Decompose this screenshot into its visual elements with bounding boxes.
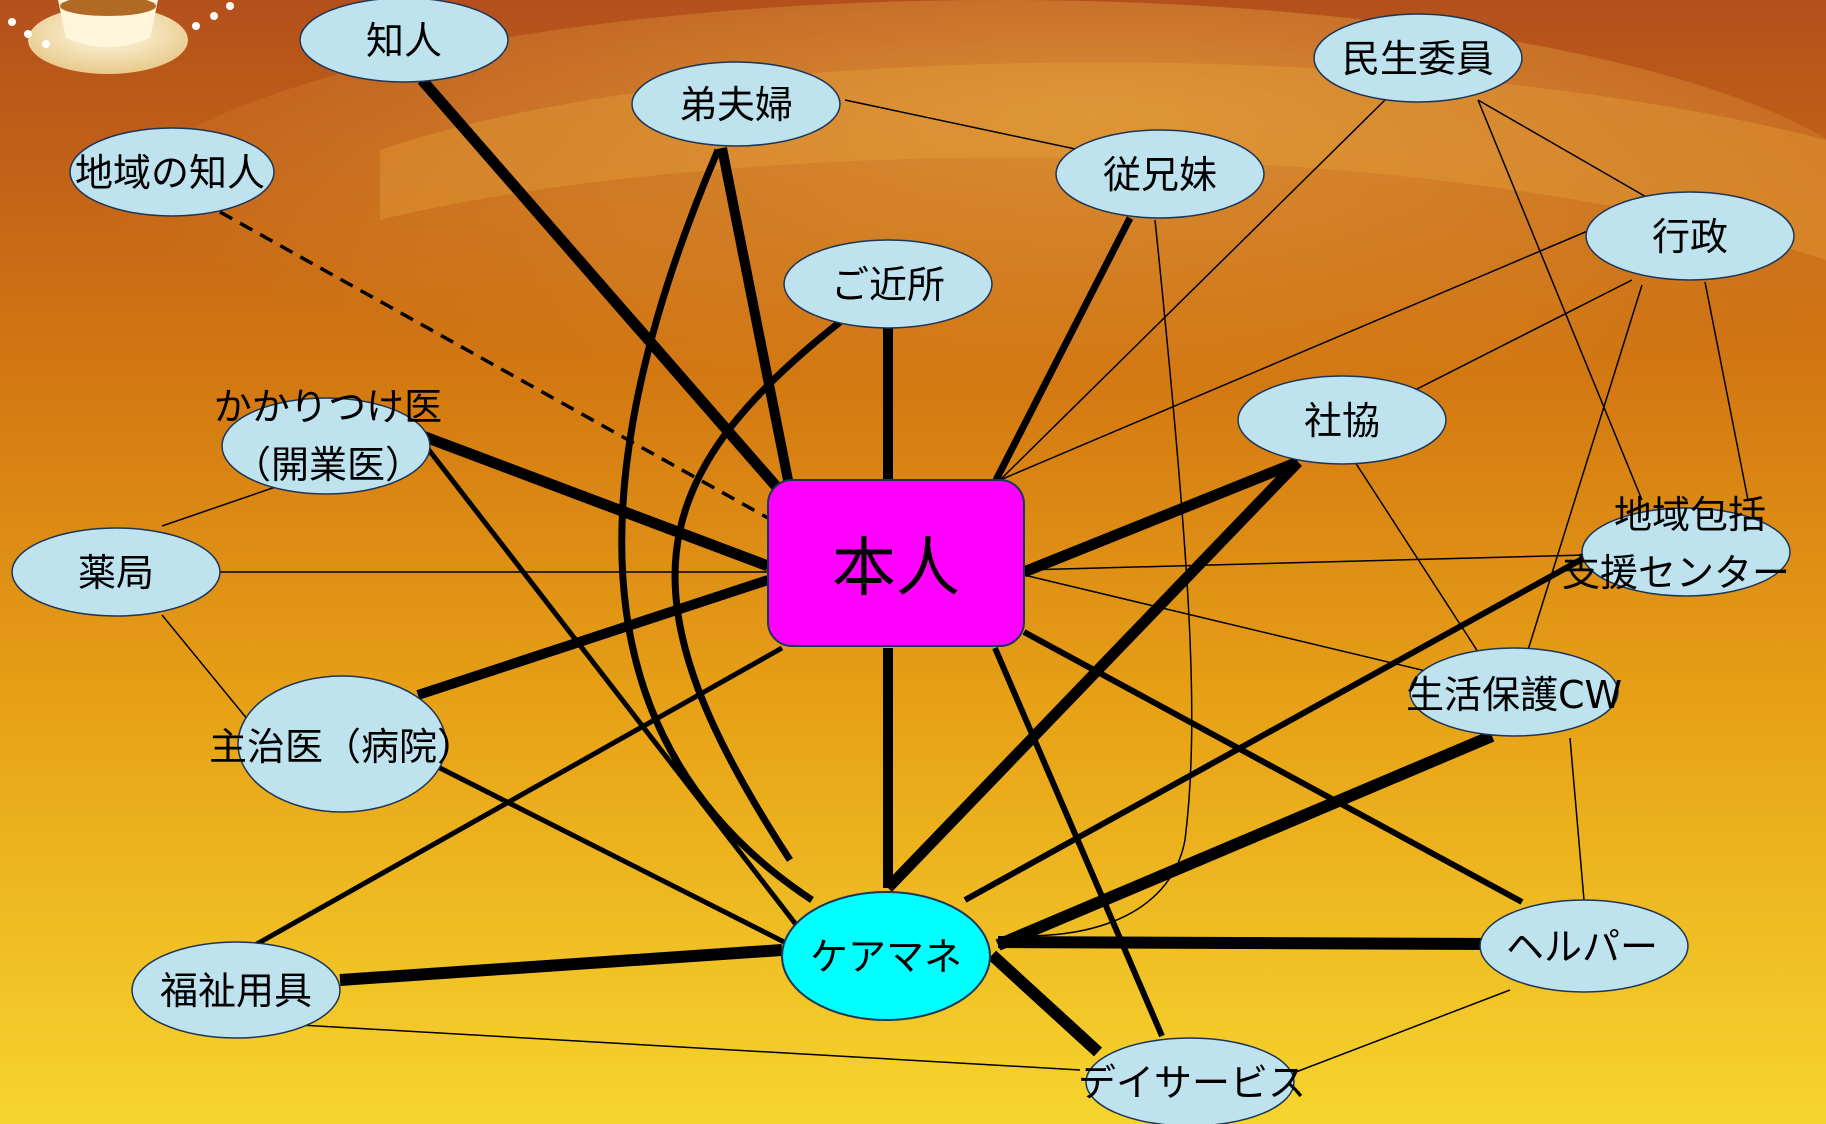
node-itokoimoto: 従兄妹 — [1055, 129, 1265, 219]
edge-honnin-day — [992, 646, 1165, 1038]
edge-kakaritsuke-yakkyoku — [161, 481, 291, 527]
edge-gyosei-shakyo — [1414, 279, 1633, 391]
node-gyosei-label: 行政 — [1652, 215, 1728, 259]
edge-itokoimoto-honnin — [992, 216, 1134, 482]
edge-kakaritsuke-caremane — [423, 443, 810, 942]
edge-yakkyoku-shujii — [161, 614, 249, 721]
edges — [161, 76, 1749, 1081]
edge-kakaritsuke-honnin — [418, 429, 770, 572]
node-day-service-label: デイサービス — [1078, 1061, 1306, 1105]
teacup-icon — [8, 0, 234, 74]
node-helper-label: ヘルパー — [1506, 925, 1658, 969]
edge-shakyo-seikatsu — [1354, 461, 1481, 656]
node-fukushi-yougu: 福祉用具 — [131, 941, 341, 1039]
edge-honnin-fukushi — [253, 645, 784, 948]
node-honnin-label: 本人 — [832, 532, 960, 606]
node-shujii-label: 主治医（病院） — [209, 725, 475, 769]
node-shujii: 主治医（病院） — [209, 675, 475, 813]
node-itokoimoto-label: 従兄妹 — [1103, 153, 1217, 197]
edge-seikatsu-caremane — [995, 730, 1495, 951]
node-teifufu: 弟夫婦 — [631, 61, 841, 147]
edge-minsei-houkatsu — [1477, 99, 1643, 501]
edge-honnin-houkatsu — [1023, 554, 1587, 571]
edge-fukushi-day — [299, 1024, 1081, 1071]
node-gyosei: 行政 — [1585, 191, 1795, 281]
edge-seikatsu-helper — [1569, 737, 1585, 901]
edge-caremane-day — [987, 950, 1103, 1057]
edge-shakyo-caremane — [884, 458, 1302, 892]
node-honnin: 本人 — [767, 479, 1025, 647]
edge-minsei-gyosei — [1477, 99, 1649, 199]
edge-helper-day — [1274, 989, 1511, 1081]
edge-teifufu-itokoimoto — [844, 99, 1081, 151]
node-shakyo-label: 社協 — [1304, 399, 1380, 443]
node-fukushi-yougu-label: 福祉用具 — [160, 969, 312, 1013]
edge-honnin-shujii — [416, 575, 770, 700]
node-caremane-label: ケアマネ — [810, 935, 962, 979]
edge-honnin-helper — [1022, 629, 1524, 905]
node-day-service: デイサービス — [1078, 1037, 1306, 1124]
node-seikatsu-hogo: 生活保護CW — [1406, 647, 1622, 737]
edge-itokoimoto-caremane — [1009, 219, 1193, 937]
node-yakkyoku-label: 薬局 — [78, 551, 154, 595]
edge-chiiki-honnin-dashed — [219, 210, 769, 520]
edge-caremane-helper — [997, 936, 1499, 950]
node-shakyo: 社協 — [1237, 375, 1447, 465]
node-chijin: 知人 — [299, 0, 509, 83]
edge-caremane-fukushi — [339, 944, 783, 986]
edge-gyosei-seikatsu — [1527, 284, 1643, 651]
node-caremane: ケアマネ — [781, 891, 991, 1021]
node-chiiki-no-chijin-label: 地域の知人 — [75, 151, 265, 195]
edge-honnin-seikatsu — [1023, 574, 1431, 673]
node-houkatsu: 地域包括 支援センター — [1562, 493, 1791, 597]
edge-gokinjo-caremane — [671, 319, 843, 862]
edge-teifufu-caremane — [618, 148, 814, 903]
node-kakaritsuke-label-line1: かかりつけ医 — [214, 385, 442, 429]
nodes: 知人 弟夫婦 地域の知人 民生委員 従兄妹 行政 ご近所 かかりつけ医 — [11, 0, 1795, 1124]
edge-houkatsu-caremane — [963, 549, 1597, 903]
node-seikatsu-hogo-label: 生活保護CW — [1406, 673, 1622, 717]
node-chijin-label: 知人 — [366, 19, 442, 63]
edge-shakyo-honnin — [1021, 456, 1301, 578]
node-gokinjo: ご近所 — [783, 239, 993, 329]
node-houkatsu-label-line1: 地域包括 — [1614, 493, 1766, 537]
node-minsei-iin-label: 民生委員 — [1342, 37, 1494, 81]
node-kakaritsuke-label-line2: （開業医） — [233, 443, 423, 487]
edge-gyosei-honnin — [999, 229, 1591, 481]
node-kakaritsuke: かかりつけ医 （開業医） — [214, 385, 442, 495]
edge-shujii-caremane — [438, 765, 792, 948]
edge-teifufu-honnin — [717, 147, 793, 481]
edge-minsei-honnin — [999, 99, 1386, 481]
node-teifufu-label: 弟夫婦 — [679, 83, 793, 127]
edge-gyosei-houkatsu — [1704, 281, 1749, 501]
node-helper: ヘルパー — [1479, 899, 1689, 993]
node-minsei-iin: 民生委員 — [1313, 13, 1523, 103]
node-houkatsu-label-line2: 支援センター — [1562, 551, 1790, 595]
node-yakkyoku: 薬局 — [11, 527, 221, 617]
node-chiiki-no-chijin: 地域の知人 — [69, 127, 275, 217]
node-gokinjo-label: ご近所 — [831, 263, 945, 307]
